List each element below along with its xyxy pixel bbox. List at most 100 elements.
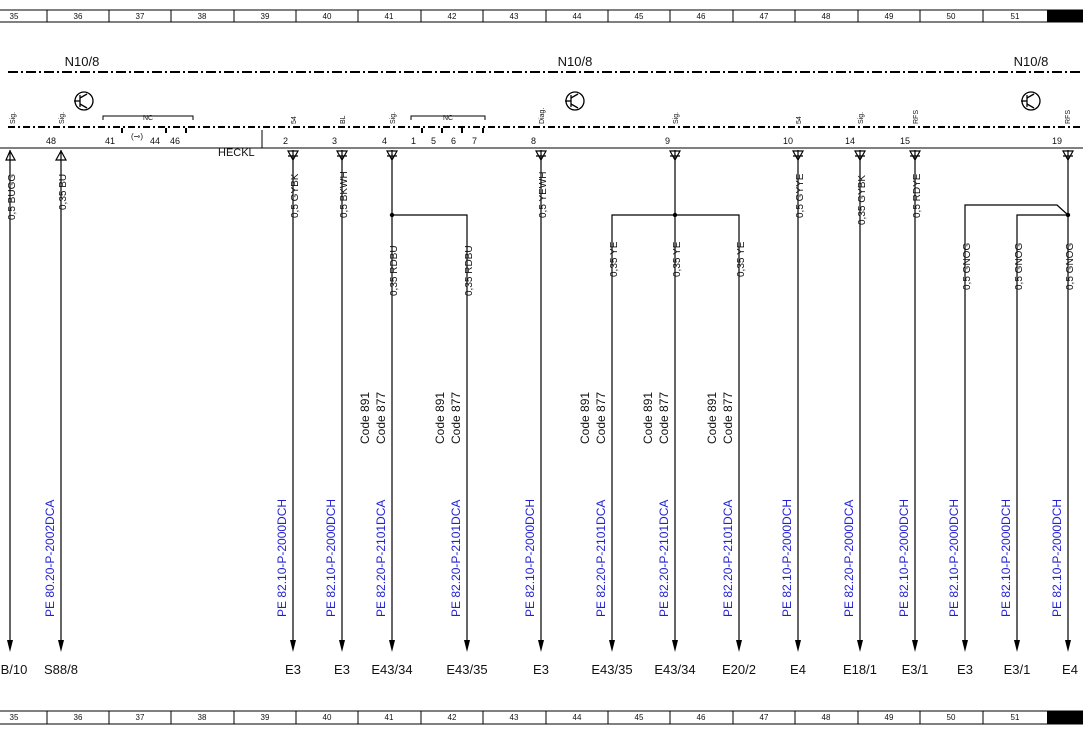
destination-label[interactable]: E3	[334, 662, 350, 677]
wire-spec: 0,5 GNOG	[962, 243, 973, 290]
destination-label[interactable]: B/10	[1, 662, 28, 677]
module-label: N10/8	[65, 54, 100, 69]
destination-label[interactable]: E4	[1062, 662, 1078, 677]
col-label: 51	[1011, 12, 1020, 21]
destination-label[interactable]: E43/34	[371, 662, 412, 677]
wire-spec: 0,5 BUGG	[7, 174, 18, 220]
col-label: 47	[760, 12, 769, 21]
col-label: 40	[323, 12, 332, 21]
col-label: 47	[760, 713, 769, 722]
transistor-icon	[74, 91, 94, 111]
pin-number: 4	[382, 136, 387, 146]
socket-icon	[1061, 150, 1075, 162]
code-label: Code 891	[433, 392, 447, 444]
module-label: N10/8	[1014, 54, 1049, 69]
arrow-down-icon	[672, 640, 678, 652]
col-label: 41	[385, 713, 394, 722]
pin-number: 7	[472, 136, 477, 146]
pin-name: Sig.	[673, 112, 680, 124]
col-label: 39	[261, 713, 270, 722]
col-label: 35	[10, 12, 19, 21]
heckl-label: HECKL	[218, 147, 255, 159]
wire-branch	[964, 204, 1069, 645]
col-label: 43	[510, 12, 519, 21]
reference-link[interactable]: PE 82.10-P-2000DCH	[275, 499, 289, 617]
code-label: Code 877	[594, 392, 608, 444]
col-label: 50	[947, 12, 956, 21]
col-label: 48	[822, 713, 831, 722]
reference-link[interactable]: PE 82.10-P-2000DCH	[1050, 499, 1064, 617]
destination-label[interactable]: E43/35	[446, 662, 487, 677]
reference-link[interactable]: PE 82.20-P-2101DCA	[449, 500, 463, 617]
column-ruler-bottom	[0, 710, 1083, 725]
wire-spec: 0,35 BU	[58, 174, 69, 210]
reference-link[interactable]: PE 82.20-P-2101DCA	[721, 500, 735, 617]
col-label: 37	[136, 12, 145, 21]
destination-label[interactable]: E18/1	[843, 662, 877, 677]
destination-label[interactable]: E43/34	[654, 662, 695, 677]
arrow-down-icon	[389, 640, 395, 652]
wire-spec: 0,5 GYYE	[795, 173, 806, 218]
arrow-down-icon	[912, 640, 918, 652]
reference-link[interactable]: PE 82.10-P-2000DCH	[780, 499, 794, 617]
reference-link[interactable]: PE 80.20-P-2002DCA	[43, 500, 57, 617]
arrow-down-icon	[290, 640, 296, 652]
socket-icon	[286, 150, 300, 162]
code-label: Code 877	[657, 392, 671, 444]
reference-link[interactable]: PE 82.20-P-2101DCA	[374, 500, 388, 617]
destination-label[interactable]: E3	[533, 662, 549, 677]
destination-label[interactable]: E43/35	[591, 662, 632, 677]
wire-spec: 0,5 GYBK	[290, 173, 301, 218]
pin-name: Diag.	[539, 108, 546, 124]
arrow-down-icon	[464, 640, 470, 652]
column-numbers-top: 35 36 37 38 39 40 41 42 43 44 45 46 47 4…	[10, 12, 1020, 21]
reference-link[interactable]: PE 82.10-P-2000DCH	[523, 499, 537, 617]
socket-icon	[668, 150, 682, 162]
pin-number: 5	[431, 136, 436, 146]
reference-link[interactable]: PE 82.10-P-2000DCH	[324, 499, 338, 617]
reference-link[interactable]: PE 82.10-P-2000DCH	[897, 499, 911, 617]
col-label: 37	[136, 713, 145, 722]
col-label: 40	[323, 713, 332, 722]
socket-icon	[791, 150, 805, 162]
wire-spec: 0,35 RDBU	[389, 245, 400, 296]
socket-icon	[908, 150, 922, 162]
reference-link[interactable]: PE 82.20-P-2101DCA	[594, 500, 608, 617]
arrow-down-icon	[962, 640, 968, 652]
wire-branch	[392, 214, 468, 645]
pin-name: RFS	[913, 110, 920, 124]
col-label: 39	[261, 12, 270, 21]
arrow-down-icon	[7, 640, 13, 652]
wire-spec: 0,5 RDYE	[912, 173, 923, 218]
arrow-down-icon	[1065, 640, 1071, 652]
reference-link[interactable]: PE 82.10-P-2000DCH	[947, 499, 961, 617]
wire-spec: 0,35 RDBU	[464, 245, 475, 296]
reference-link[interactable]: PE 82.20-P-2101DCA	[657, 500, 671, 617]
destination-label[interactable]: E3/1	[1004, 662, 1031, 677]
pin-number: 6	[451, 136, 456, 146]
reference-link[interactable]: PE 82.20-P-2000DCA	[842, 500, 856, 617]
col-label: 35	[10, 713, 19, 722]
wire-spec: 0,5 GNOG	[1014, 243, 1025, 290]
destination-label[interactable]: E3/1	[902, 662, 929, 677]
wire-spec: 0,35 YE	[672, 241, 683, 277]
destination-label[interactable]: E4	[790, 662, 806, 677]
destination-label[interactable]: S88/8	[44, 662, 78, 677]
reference-link[interactable]: PE 82.10-P-2000DCH	[999, 499, 1013, 617]
pin-name: Sig.	[390, 112, 397, 124]
code-label: Code 877	[721, 392, 735, 444]
module-label: N10/8	[558, 54, 593, 69]
destination-label[interactable]: E3	[957, 662, 973, 677]
socket-icon	[385, 150, 399, 162]
column-ruler-top	[0, 9, 1083, 23]
pin-name: Sig.	[858, 112, 865, 124]
pin-number: 14	[845, 136, 855, 146]
pin-name: 54	[796, 116, 803, 124]
col-label: 46	[697, 12, 706, 21]
destination-label[interactable]: E20/2	[722, 662, 756, 677]
code-label: Code 877	[449, 392, 463, 444]
arrow-down-icon	[58, 640, 64, 652]
destination-label[interactable]: E3	[285, 662, 301, 677]
pin-number: 2	[283, 136, 288, 146]
